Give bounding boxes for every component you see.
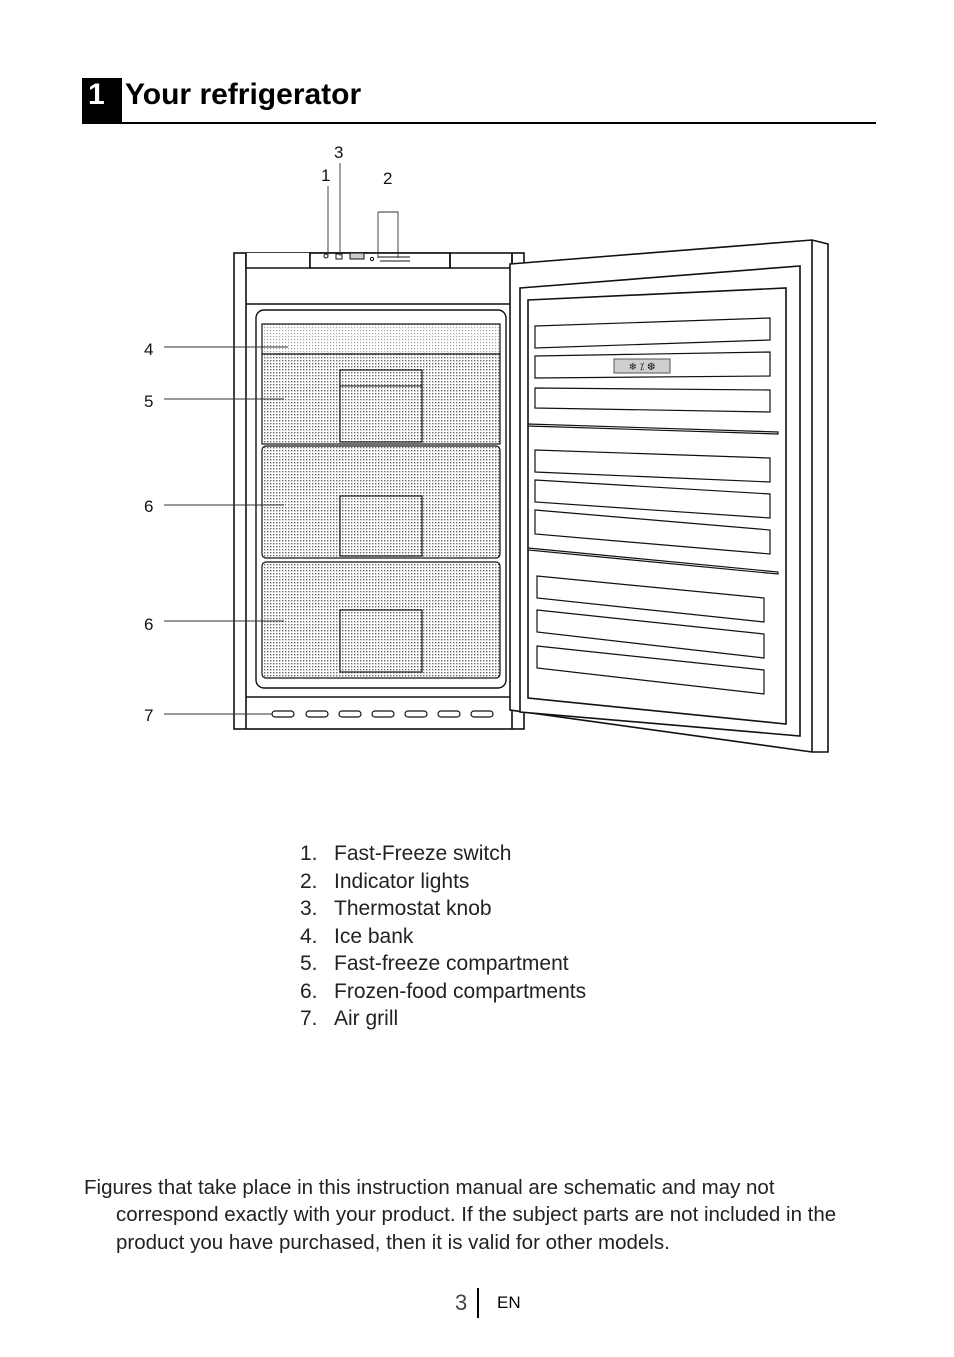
air-grill [271,710,494,718]
frozen-food-drawer-1 [261,445,501,559]
callout-6b: 6 [144,615,153,634]
parts-list: 1.Fast-Freeze switch 2.Indicator lights … [300,840,586,1033]
callout-3: 3 [334,143,343,162]
frozen-food-drawer-2 [261,561,501,679]
list-item: 1.Fast-Freeze switch [300,842,512,865]
callout-1: 1 [321,166,330,185]
door-symbol-panel [613,358,671,374]
ice-bank [261,323,501,355]
leader-lines [164,163,399,715]
fast-freeze-drawer [261,353,501,445]
section-title: Your refrigerator [125,78,362,111]
callout-6a: 6 [144,497,153,516]
control-panel [323,252,410,262]
refrigerator-diagram: ❄ ⁒ ❆ 3 1 2 4 5 6 6 7 [144,143,829,753]
list-item: 7.Air grill [300,1007,399,1030]
door-symbols: ❄ ⁒ ❆ [629,362,656,373]
schematic-note: Figures that take place in this instruct… [84,1175,837,1254]
page-number: 3 [455,1290,468,1315]
section-number: 1 [82,78,122,124]
list-item: 4.Ice bank [300,924,414,948]
door-shelves [527,317,779,695]
callout-7: 7 [144,706,153,725]
list-item: 5.Fast-freeze compartment [300,952,569,975]
list-item: 6.Frozen-food compartments [300,979,587,1003]
callout-2: 2 [383,169,392,188]
list-item: 2.Indicator lights [300,869,470,893]
callout-4: 4 [144,340,153,359]
section-header: 1 Your refrigerator [82,78,876,124]
page-footer: 3 EN [0,1288,954,1320]
callout-5: 5 [144,392,153,411]
footer-divider [477,1288,479,1318]
language-code: EN [497,1293,521,1312]
list-item: 3.Thermostat knob [300,897,492,920]
section-rule [122,122,876,124]
